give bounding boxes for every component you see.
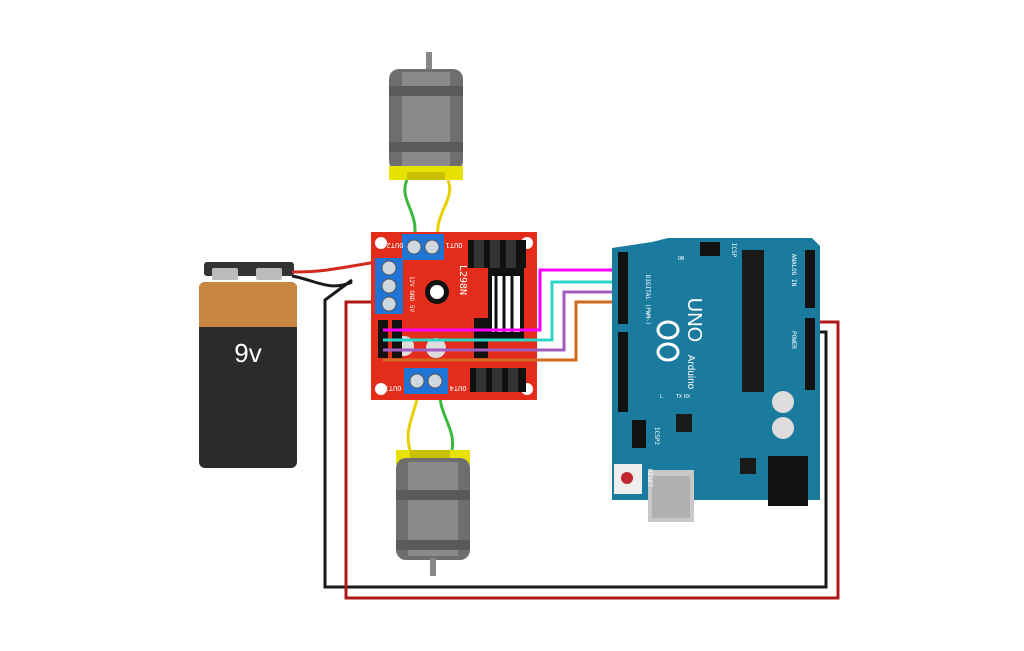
voltage-regulator — [740, 458, 756, 474]
svg-text:L: L — [660, 394, 663, 400]
icsp2-header — [632, 420, 646, 448]
svg-text:OUT3: OUT3 — [385, 384, 402, 392]
signal-wires — [383, 268, 622, 362]
svg-text:DIGITAL (PWM~): DIGITAL (PWM~) — [644, 275, 651, 326]
battery-terminal-neg — [212, 268, 238, 280]
svg-text:ANALOG IN: ANALOG IN — [790, 254, 797, 287]
motor-top-green-lead — [403, 179, 417, 241]
icsp-header — [700, 242, 720, 256]
digital-header-2 — [618, 332, 628, 412]
capacitor-1 — [772, 391, 794, 413]
wire-in2 — [383, 280, 622, 342]
arduino-logo — [656, 320, 680, 362]
power-jack — [768, 456, 808, 506]
svg-text:RX: RX — [684, 394, 690, 400]
battery-body — [199, 282, 297, 468]
svg-text:OUT2: OUT2 — [387, 241, 404, 249]
l298n-driver: OUT2 OUT1 OUT3 OUT4 12V GND 5V L298N — [371, 232, 537, 400]
svg-text:OUT4: OUT4 — [450, 384, 467, 392]
motor-top-yellow-lead — [436, 179, 452, 241]
svg-text:TX: TX — [676, 394, 682, 400]
svg-text:POWER: POWER — [790, 331, 797, 349]
motor-top — [389, 52, 463, 180]
power-header — [805, 318, 815, 390]
wire-in3 — [383, 290, 622, 352]
arduino-uno: RESET DIGITAL (PWM~) ANALOG IN POWER ICS… — [612, 238, 820, 522]
svg-text:OUT1: OUT1 — [446, 241, 463, 249]
digital-header-1 — [618, 252, 628, 324]
arduino-model: UNO — [683, 298, 705, 342]
vin-wire — [344, 300, 840, 600]
capacitor-2 — [772, 417, 794, 439]
battery-copper-top — [199, 282, 297, 327]
arduino-brand: Arduino — [685, 355, 696, 390]
atmega-chip — [742, 250, 764, 392]
svg-text:ICSP: ICSP — [730, 243, 737, 258]
battery-terminal-pos — [256, 268, 282, 280]
svg-text:RESET: RESET — [646, 469, 653, 487]
svg-text:12V GND 5V: 12V GND 5V — [408, 276, 415, 313]
arduino-board — [612, 238, 820, 500]
motor-bottom — [396, 450, 470, 576]
power-wires — [323, 278, 840, 600]
battery-red-lead — [291, 260, 377, 274]
analog-header — [805, 250, 815, 308]
gnd-wire — [323, 278, 828, 589]
battery-black-lead — [291, 274, 353, 288]
motor-shaft — [430, 558, 436, 576]
motor-bottom-green-lead — [438, 394, 455, 451]
motor-shaft — [426, 52, 432, 70]
battery-label: 9v — [234, 338, 261, 368]
input-header — [474, 318, 488, 358]
wire-in4 — [383, 300, 622, 362]
motor-bottom-yellow-lead — [406, 394, 420, 451]
driver-chip-label: L298N — [457, 265, 468, 295]
svg-text:ICSP2: ICSP2 — [653, 427, 660, 445]
wire-in1 — [383, 268, 622, 332]
svg-text:ON: ON — [678, 256, 684, 262]
battery-9v: 9v — [199, 262, 297, 468]
